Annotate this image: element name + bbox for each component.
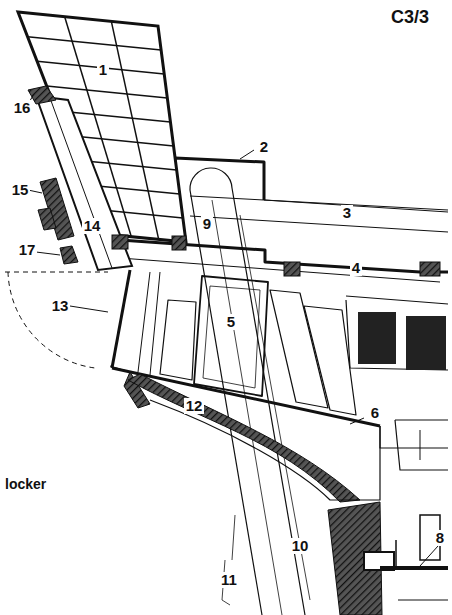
callout-number: 12 — [184, 398, 205, 415]
callout-number: 6 — [369, 405, 381, 422]
callout-number: 8 — [434, 530, 446, 547]
callout-number: 17 — [17, 242, 38, 259]
window-bar — [111, 21, 158, 239]
window-bar — [47, 86, 168, 98]
callout-number: 9 — [201, 216, 213, 233]
callout-number: 13 — [50, 298, 71, 315]
window-bar — [28, 37, 162, 50]
callout-number: 16 — [12, 100, 33, 117]
callout-number: 10 — [290, 538, 311, 555]
callout-number: 4 — [350, 260, 362, 277]
callout-number: 3 — [341, 205, 353, 222]
callout-number: 2 — [258, 139, 270, 156]
callout-number: 11 — [219, 572, 239, 589]
sheet-number: C3/3 — [389, 8, 431, 28]
callout-number: 5 — [225, 314, 237, 331]
callout-number: 14 — [82, 218, 103, 235]
callout-number: 15 — [10, 182, 31, 199]
part-label: locker — [3, 477, 48, 492]
callout-number: 1 — [97, 62, 109, 79]
